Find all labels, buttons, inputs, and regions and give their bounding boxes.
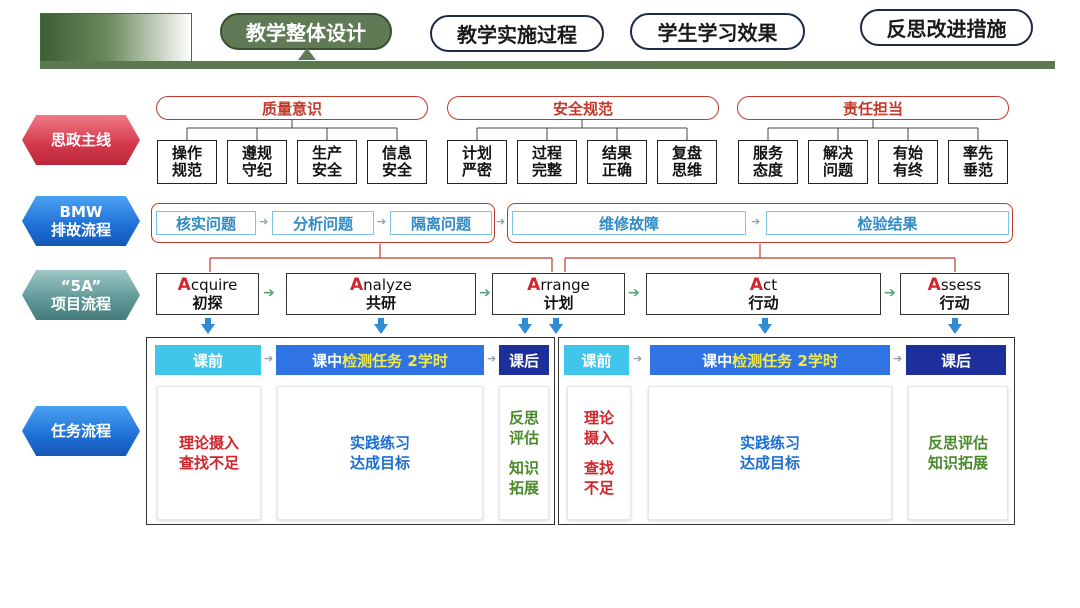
label-5a: “5A” 项目流程 [22,270,140,320]
tab-improvement[interactable]: 反思改进措施 [860,9,1033,46]
group-quality: 质量意识 [156,96,428,120]
down-arrow-icon [374,318,388,334]
arrow-right-icon: ➔ [263,285,275,301]
bmw-analyze: 分析问题 [272,211,374,235]
bmw-verify-result: 检验结果 [766,211,1009,235]
task-box-reflect-right: 反思评估知识拓展 [908,386,1008,520]
label-sizheng: 思政主线 [22,115,140,165]
tab-implementation[interactable]: 教学实施过程 [430,15,604,52]
task-box-practice-left: 实践练习达成目标 [277,386,483,520]
group-responsibility: 责任担当 [737,96,1009,120]
bmw-isolate: 隔离问题 [390,211,492,235]
cell-service: 服务态度 [738,140,798,184]
fivea-analyze: Analyze 共研 [286,273,476,315]
bar-pre-class-left: 课前 [155,345,261,375]
arrow-right-icon: ➔ [884,285,896,301]
bmw-verify: 核实问题 [156,211,256,235]
cell-plan: 计划严密 [447,140,507,184]
header-logo-block [40,13,192,69]
task-box-practice-right: 实践练习达成目标 [648,386,892,520]
down-arrow-icon [549,318,563,334]
bar-post-class-left: 课后 [499,345,549,375]
arrow-right-icon: ➔ [893,352,903,365]
down-arrow-icon [201,318,215,334]
active-tab-pointer-icon [298,48,316,60]
cell-result: 结果正确 [587,140,647,184]
task-box-theory-left: 理论摄入查找不足 [157,386,261,520]
group-safety: 安全规范 [447,96,719,120]
bar-in-class-right: 课中检测任务 2学时 [650,345,890,375]
fivea-arrange: Arrange 计划 [492,273,625,315]
arrow-right-icon: ➔ [496,215,506,228]
down-arrow-icon [948,318,962,334]
cell-rules: 遵规守纪 [227,140,287,184]
arrow-right-icon: ➔ [751,215,761,228]
cell-process: 过程完整 [517,140,577,184]
arrow-right-icon: ➔ [377,215,387,228]
fivea-assess: Assess 行动 [900,273,1009,315]
arrow-right-icon: ➔ [628,285,640,301]
bar-pre-class-right: 课前 [564,345,629,375]
task-box-theory-right: 理论摄入 查找不足 [567,386,631,520]
bar-in-class-left: 课中检测任务 2学时 [276,345,484,375]
header-bar [40,61,1055,69]
arrow-right-icon: ➔ [633,352,643,365]
cell-lead: 率先垂范 [948,140,1008,184]
cell-info-safety: 信息安全 [367,140,427,184]
fivea-act: Act 行动 [646,273,881,315]
task-box-reflect-left: 反思评估 知识拓展 [499,386,549,520]
down-arrow-icon [518,318,532,334]
cell-solve: 解决问题 [808,140,868,184]
down-arrow-icon [758,318,772,334]
cell-operation: 操作规范 [157,140,217,184]
cell-review: 复盘思维 [657,140,717,184]
arrow-right-icon: ➔ [479,285,491,301]
arrow-right-icon: ➔ [264,352,274,365]
cell-production-safety: 生产安全 [297,140,357,184]
label-task: 任务流程 [22,406,140,456]
arrow-right-icon: ➔ [259,215,269,228]
bar-post-class-right: 课后 [906,345,1006,375]
label-bmw: BMW 排故流程 [22,196,140,246]
cell-finish: 有始有终 [878,140,938,184]
bmw-repair: 维修故障 [512,211,746,235]
arrow-right-icon: ➔ [487,352,497,365]
tab-learning-effect[interactable]: 学生学习效果 [630,13,805,50]
fivea-acquire: Acquire 初探 [156,273,259,315]
